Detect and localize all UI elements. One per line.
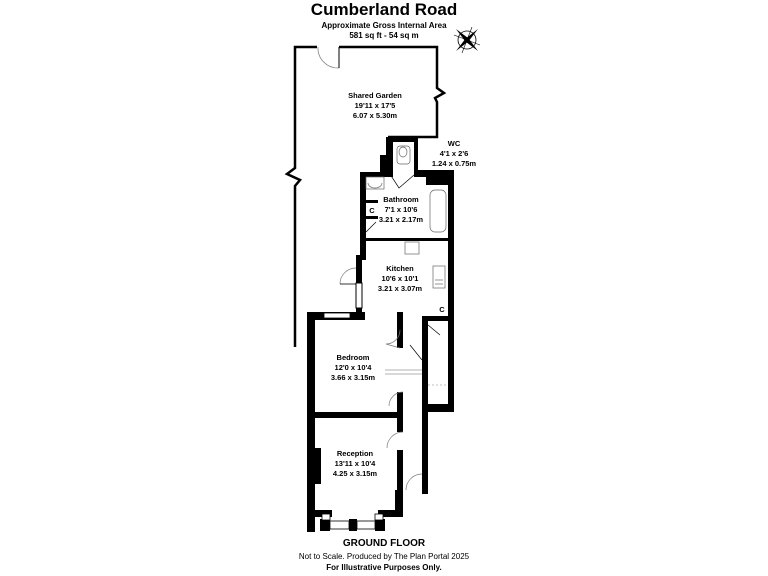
room-shared-garden: Shared Garden 19'11 x 17'5 6.07 x 5.30m: [348, 91, 402, 120]
room-name: Bathroom: [383, 195, 419, 204]
room-name: WC: [448, 139, 461, 148]
compass-rose-icon: [453, 26, 481, 54]
room-wc: WC 4'1 x 2'6 1.24 x 0.75m: [432, 139, 477, 168]
cupboard-label: C: [369, 206, 375, 215]
room-kitchen: Kitchen 10'6 x 10'1 3.21 x 3.07m: [378, 264, 423, 293]
room-imperial: 12'0 x 10'4: [335, 363, 373, 372]
room-metric: 1.24 x 0.75m: [432, 159, 477, 168]
area-value: 581 sq ft - 54 sq m: [349, 31, 419, 40]
scale-note: Not to Scale. Produced by The Plan Porta…: [298, 552, 470, 561]
bay-windows: [321, 513, 384, 530]
room-metric: 3.66 x 3.15m: [331, 373, 376, 382]
room-name: Kitchen: [386, 264, 414, 273]
garden-gate: [317, 46, 340, 69]
cupboard-label: C: [439, 305, 445, 314]
garden-outline: [284, 45, 447, 347]
room-name: Shared Garden: [348, 91, 402, 100]
room-name: Reception: [337, 449, 374, 458]
room-metric: 4.25 x 3.15m: [333, 469, 378, 478]
floor-label: GROUND FLOOR: [342, 538, 426, 549]
room-imperial: 13'11 x 10'4: [335, 459, 377, 468]
doors: [339, 164, 448, 491]
room-name: Bedroom: [337, 353, 370, 362]
room-metric: 3.21 x 2.17m: [379, 215, 424, 224]
sanitary-fixtures: [365, 145, 447, 289]
room-imperial: 4'1 x 2'6: [440, 149, 469, 158]
area-subtitle: Approximate Gross Internal Area: [321, 21, 447, 30]
room-imperial: 10'6 x 10'1: [382, 274, 419, 283]
plan-title: Cumberland Road: [310, 0, 458, 19]
room-bathroom: Bathroom 7'1 x 10'6 3.21 x 2.17m: [379, 195, 424, 224]
room-imperial: 7'1 x 10'6: [385, 205, 418, 214]
room-metric: 6.07 x 5.30m: [353, 111, 398, 120]
building-walls: [307, 137, 454, 532]
room-bedroom: Bedroom 12'0 x 10'4 3.66 x 3.15m: [331, 353, 376, 382]
room-metric: 3.21 x 3.07m: [378, 284, 423, 293]
disclaimer: For Illustrative Purposes Only.: [326, 563, 442, 572]
room-imperial: 19'11 x 17'5: [355, 101, 396, 110]
room-reception: Reception 13'11 x 10'4 4.25 x 3.15m: [333, 449, 378, 478]
